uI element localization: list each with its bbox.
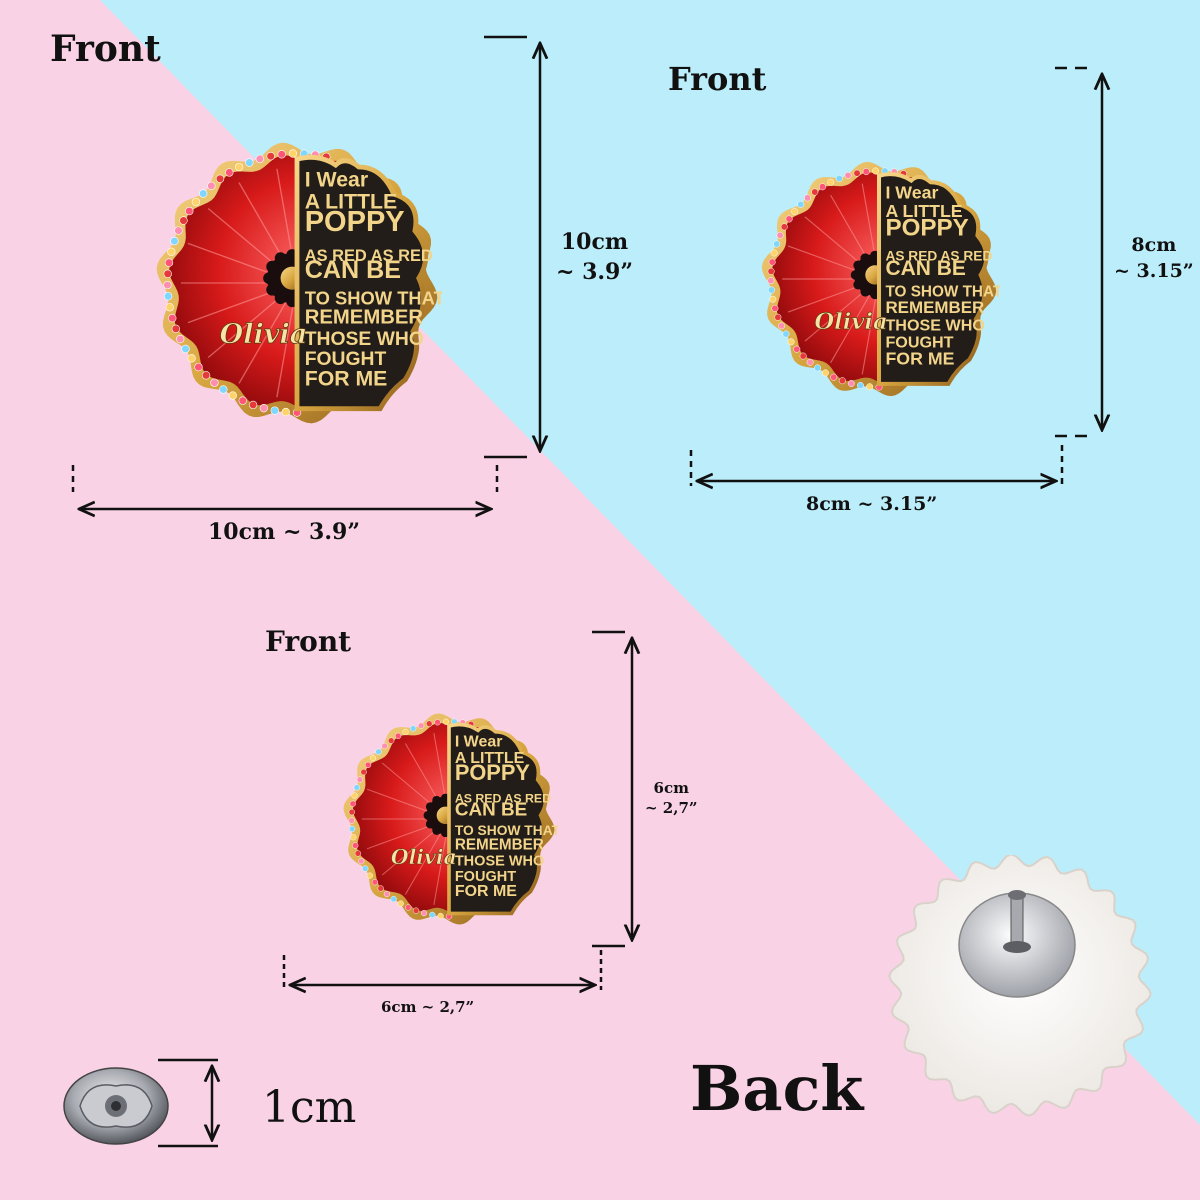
pin-text-line: A LITTLE [305,190,397,214]
front-label-small: Front [265,625,352,658]
large-height-cm: 10cm [560,229,629,255]
pin-text-line: POPPY [305,206,405,238]
pin-name-text: Olivia [814,309,887,335]
pin-text-line: THOSE WHO [885,317,984,335]
butterfly-clasp-icon [63,1067,169,1145]
clasp-height-label: 1cm [262,1082,357,1133]
pin-text-line: A LITTLE [885,201,962,221]
pin-text-line: TO SHOW THAT [455,823,558,838]
pin-back [888,855,1152,1117]
medium-height-cm: 8cm [1131,234,1177,256]
back-label: Back [690,1052,864,1125]
pin-text-line: FOR ME [885,349,954,369]
large-height-in: ~ 3.9” [556,258,634,285]
pin-text-line: AS RED AS RED [455,791,551,805]
front-label-large: Front [50,28,161,70]
medium-width-label: 8cm ~ 3.15” [806,493,938,515]
pin-text-line: TO SHOW THAT [305,287,442,308]
pin-text-line: A LITTLE [455,750,525,767]
pin-text-line: FOUGHT [305,349,387,370]
large-width-label: 10cm ~ 3.9” [208,519,360,545]
pin-text-line: THOSE WHO [455,854,545,870]
front-label-medium: Front [668,60,767,98]
pin-text-line: FOUGHT [455,869,516,885]
large-height-label: 10cm ~ 3.9” [556,228,633,287]
small-height-cm: 6cm [653,779,689,797]
pin-text-line: REMEMBER [455,837,544,854]
medium-height-in: ~ 3.15” [1114,259,1194,282]
pin-name-text: Olivia [220,319,308,350]
pin-text-line: FOUGHT [885,334,953,352]
medium-height-label: 8cm ~ 3.15” [1114,233,1194,284]
pin-text-line: THOSE WHO [305,329,424,350]
pin-text-line: I Wear [885,182,938,202]
pin-text-line: POPPY [885,214,968,241]
pin-text-line: TO SHOW THAT [885,284,1000,301]
pin-text-line: REMEMBER [305,307,424,329]
small-width-label: 6cm ~ 2,7” [381,998,475,1016]
pin-text-line: I Wear [455,733,503,750]
pin-text-line: POPPY [455,760,531,785]
pin-text-line: AS RED AS RED [885,248,992,263]
pin-text-line: REMEMBER [885,298,984,317]
small-height-in: ~ 2,7” [645,799,698,818]
pin-text-line: CAN BE [305,256,401,284]
pin-text-line: FOR ME [305,366,388,390]
pin-text-line: FOR ME [455,883,517,900]
pin-text-line: I Wear [305,167,368,191]
pin-text-line: CAN BE [885,257,965,280]
small-height-label: 6cm ~ 2,7” [645,778,698,819]
pin-text-line: CAN BE [455,799,527,820]
pin-name-text: Olivia [391,845,457,869]
pin-text-line: AS RED AS RED [305,247,433,265]
